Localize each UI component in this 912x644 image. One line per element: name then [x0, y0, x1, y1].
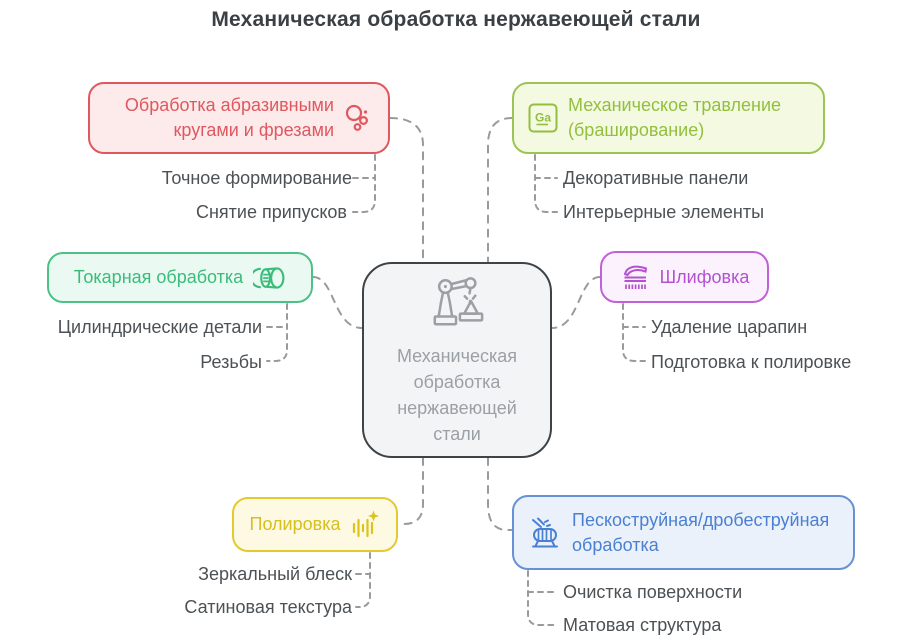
svg-text:Ga: Ga: [535, 111, 551, 125]
branch-label: Механическое травление (браширование): [568, 95, 782, 140]
shine-icon: [350, 509, 380, 541]
center-node-label: Механическая обработка нержавеющей стали: [396, 345, 518, 444]
bubbles-icon: [344, 103, 374, 133]
subitem: Очистка поверхности: [563, 582, 743, 602]
branch-node-etching: Ga Механическое травление (браширование): [512, 82, 825, 154]
subitem-connectors: [266, 154, 646, 626]
subitem: Зеркальный блеск: [198, 564, 352, 584]
subitem: Резьбы: [200, 352, 262, 372]
center-node: Механическая обработка нержавеющей стали: [362, 262, 552, 458]
subitem: Удаление царапин: [651, 317, 808, 337]
subitem: Сатиновая текстура: [184, 597, 352, 617]
branch-node-abrasive: Обработка абразивными кругами и фрезами: [88, 82, 390, 154]
branch-label: Полировка: [249, 514, 341, 534]
subitem: Цилиндрические детали: [57, 317, 262, 337]
subitem: Подготовка к полировке: [651, 352, 852, 372]
branch-label: Обработка абразивными кругами и фрезами: [124, 95, 334, 140]
branch-label: Пескоструйная/дробеструйная обработка: [572, 509, 830, 555]
branch-label: Шлифовка: [659, 266, 750, 287]
chemical-element-icon: Ga: [528, 103, 558, 133]
cylinder-icon: [253, 264, 286, 292]
blast-machine-icon: [528, 517, 562, 549]
branch-label: Токарная обработка: [73, 267, 244, 287]
branch-node-grinding: Шлифовка: [600, 251, 769, 303]
subitem: Снятие припусков: [195, 202, 347, 222]
subitem: Интерьерные элементы: [563, 202, 765, 222]
subitem: Точное формирование: [161, 168, 352, 188]
brush-icon: [620, 262, 650, 292]
subitem: Матовая структура: [563, 615, 722, 635]
branch-connectors: [312, 117, 601, 531]
robot-arm-icon: [426, 274, 488, 335]
branch-node-polishing: Полировка: [232, 497, 398, 552]
branch-node-blasting: Пескоструйная/дробеструйная обработка: [512, 495, 855, 570]
branch-node-turning: Токарная обработка: [47, 252, 313, 303]
page-title: Механическая обработка нержавеющей стали: [211, 8, 701, 31]
subitem: Декоративные панели: [563, 168, 749, 188]
